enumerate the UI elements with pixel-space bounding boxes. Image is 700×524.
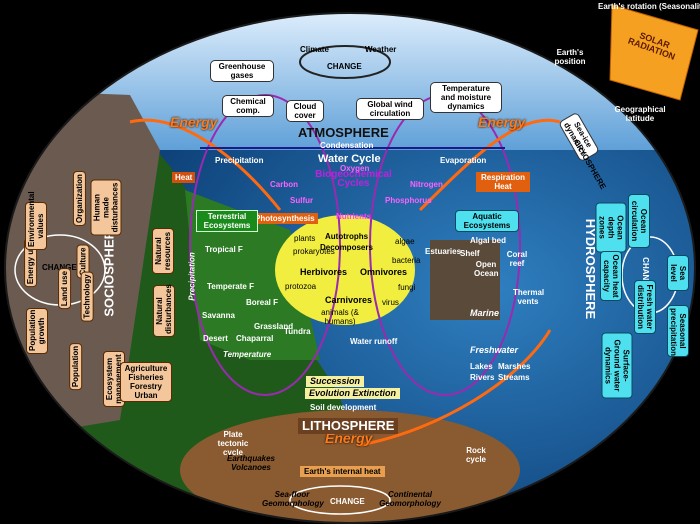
chemical-comp-box: Chemical comp. xyxy=(222,95,274,117)
chaparral-label: Chaparral xyxy=(236,334,274,343)
global-wind-box: Global wind circulation xyxy=(356,98,424,120)
herbivores-label: Herbivores xyxy=(300,267,348,277)
carnivores-label: Carnivores xyxy=(325,295,373,305)
prokaryotes-label: prokaryotes xyxy=(293,247,335,256)
estuaries-label: Estuaries xyxy=(425,247,462,256)
decomposers-label: Decomposers xyxy=(320,243,373,252)
water-runoff-label: Water runoff xyxy=(350,337,398,346)
virus-label: virus xyxy=(382,298,399,307)
greenhouse-gases-box: Greenhouse gases xyxy=(210,60,274,82)
streams-label: Streams xyxy=(498,373,530,382)
tundra-label: Tundra xyxy=(284,327,311,336)
ocean-heat-box: Ocean heat capacity xyxy=(600,251,622,301)
temperature-label: Temperature xyxy=(223,350,272,359)
atmosphere-title: ATMOSPHERE xyxy=(298,125,389,140)
tropical-forest-label: Tropical F xyxy=(205,245,243,254)
temperate-forest-label: Temperate F xyxy=(207,282,254,291)
terrestrial-ecosystems-box: Terrestrial Ecosystems xyxy=(196,210,258,232)
fungi-label: fungi xyxy=(398,283,416,292)
population-box: Population xyxy=(69,342,83,391)
desert-label: Desert xyxy=(203,334,228,343)
precipitation-label: Precipitation xyxy=(215,156,264,165)
bacteria-label: bacteria xyxy=(392,256,421,265)
earth-position-label: Earth's position xyxy=(554,48,586,66)
lithosphere-title: LITHOSPHERE xyxy=(298,418,399,434)
earth-rotation-label: Earth's rotation (Seasonality) xyxy=(598,2,700,11)
climate-label: Climate xyxy=(300,45,329,54)
soil-development-label: Soil development xyxy=(310,403,377,412)
population-growth-box: Population growth xyxy=(26,308,48,354)
aquatic-ecosystems-box: Aquatic Ecosystems xyxy=(455,210,519,232)
algae-label: algae xyxy=(395,237,415,246)
technology-box: Technology xyxy=(80,271,94,322)
sociosphere-change-label: CHANGE xyxy=(42,263,77,272)
sulfur-label: Sulfur xyxy=(290,196,314,205)
earthquakes-label: Earthquakes Volcanoes xyxy=(226,454,276,472)
phosphorus-label: Phosphorus xyxy=(385,196,432,205)
coral-reef-label: Coral reef xyxy=(506,250,528,268)
condensation-label: Condensation xyxy=(320,141,374,150)
weather-label: Weather xyxy=(365,45,397,54)
plate-tectonic-label: Plate tectonic cycle xyxy=(217,430,249,457)
cloud-cover-box: Cloud cover xyxy=(286,100,324,122)
rivers-label: Rivers xyxy=(470,373,495,382)
surface-ground-box: Surface-Ground water dynamics xyxy=(601,332,633,399)
fresh-water-distribution-box: Fresh water distribution xyxy=(634,280,656,334)
rock-cycle-label: Rock cycle xyxy=(465,446,487,464)
energy-bottom-label: Energy xyxy=(325,430,373,446)
animals-label: animals (& humans) xyxy=(321,308,359,326)
environmental-values-box: Environmental values xyxy=(25,191,47,250)
organization-box: Organization xyxy=(72,171,86,226)
energy-left-label: Energy xyxy=(170,114,218,130)
land-use-box: Land use xyxy=(58,267,72,310)
agriculture-box: Agriculture Fisheries Forestry Urban xyxy=(120,362,172,402)
evolution-extinction-label: Evolution Extinction xyxy=(305,388,400,399)
succession-label: Succession xyxy=(306,376,365,387)
autotrophs-label: Autotrophs xyxy=(325,232,369,241)
human-disturbances-box: Human made disturbances xyxy=(90,179,122,236)
natural-resources-box: Natural resources xyxy=(152,228,174,274)
lithosphere-change-label: CHANGE xyxy=(330,497,365,506)
algal-bed-label: Algal bed xyxy=(470,236,507,245)
plants-label: plants xyxy=(294,234,316,243)
photosynthesis-label: Photosynthesis xyxy=(252,213,318,224)
seafloor-geomorphology-label: Sea-floor Geomorphology xyxy=(262,490,324,508)
heat-left-label: Heat xyxy=(172,172,196,183)
omnivores-label: Omnivores xyxy=(360,267,408,277)
ocean-circulation-box: Ocean circulation xyxy=(628,194,650,248)
marshes-label: Marshes xyxy=(498,362,531,371)
continental-geomorphology-label: Continental Geomorphology xyxy=(379,490,441,508)
nutrients-label: Nutrients xyxy=(336,212,372,221)
savanna-label: Savanna xyxy=(202,311,235,320)
internal-heat-label: Earth's internal heat xyxy=(300,466,385,477)
shelf-label: Shelf xyxy=(460,249,480,258)
protozoa-label: protozoa xyxy=(285,282,317,291)
boreal-forest-label: Boreal F xyxy=(246,298,279,307)
sociosphere-title: SOCIOSPHERE xyxy=(101,221,117,317)
geographical-latitude-label: Geographical latitude xyxy=(614,105,666,123)
thermal-vents-label: Thermal vents xyxy=(513,288,545,306)
oxygen-label: Oxygen xyxy=(340,164,370,173)
natural-disturbances-box: Natural disturbances xyxy=(153,284,175,337)
biogeochemical-title: Biogeochemical Cycles xyxy=(315,169,392,189)
freshwater-label: Freshwater xyxy=(470,345,519,355)
terrestrial-precipitation-label: Precipitation xyxy=(187,252,197,301)
lakes-label: Lakes xyxy=(470,362,493,371)
evaporation-label: Evaporation xyxy=(440,156,487,165)
nitrogen-label: Nitrogen xyxy=(410,180,443,189)
marine-label: Marine xyxy=(470,308,500,318)
open-ocean-label: Open Ocean xyxy=(474,260,499,278)
water-cycle-title: Water Cycle xyxy=(318,153,381,165)
sea-level-box: Sea level xyxy=(667,255,689,291)
respiration-heat-label: Respiration Heat xyxy=(476,172,530,192)
temp-moisture-box: Temperature and moisture dynamics xyxy=(430,82,502,113)
carbon-label: Carbon xyxy=(270,180,298,189)
atmosphere-change-label: CHANGE xyxy=(327,62,362,71)
seasonal-precipitation-box: Seasonal precipitation xyxy=(667,305,689,357)
grassland-label: Grassland xyxy=(254,322,294,331)
energy-right-label: Energy xyxy=(478,114,526,130)
ocean-depth-box: Ocean depth zones xyxy=(595,202,627,253)
